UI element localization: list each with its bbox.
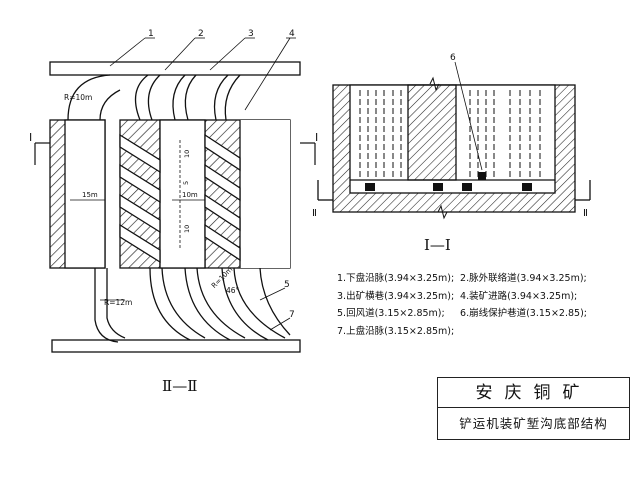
callout-2: 2 [198,29,204,39]
loading-drives [119,133,241,264]
top-drift [49,61,301,76]
section-view [317,61,591,220]
callout-6: 6 [450,53,456,63]
callout-7: 7 [289,310,295,320]
drawing-subtitle: 铲运机装矿堑沟底部结构 [459,416,608,431]
dim-v2-label: 5 [182,181,190,185]
legend-item: 2.脉外联络道(3.94×3.25m); [460,273,587,284]
section-view-title: Ⅰ—Ⅰ [424,236,451,254]
radius-bottom-label: R=12m [104,298,132,307]
section-mark-left-ii: Ⅱ [312,208,317,219]
legend: 1.下盘沿脉(3.94×3.25m); 2.脉外联络道(3.94×3.25m);… [337,270,637,340]
legend-item: 6.崩线保护巷道(3.15×2.85); [460,308,587,319]
legend-row: 7.上盘沿脉(3.15×2.85m); [337,323,637,341]
section-mark-left: I [29,131,32,144]
legend-row: 1.下盘沿脉(3.94×3.25m); 2.脉外联络道(3.94×3.25m); [337,270,637,288]
legend-row: 5.回风道(3.15×2.85m); 6.崩线保护巷道(3.15×2.85); [337,305,637,323]
angle-label: 46° [226,286,240,295]
legend-item: 3.出矿横巷(3.94×3.25m); [337,290,455,302]
bottom-drift [51,339,301,353]
section-mark-right: I [315,131,318,144]
legend-item: 7.上盘沿脉(3.15×2.85m); [337,325,455,337]
legend-item: 1.下盘沿脉(3.94×3.25m); [337,273,455,284]
legend-item: 5.回风道(3.15×2.85m); [337,308,445,319]
section-mark-right-ii: Ⅱ [583,208,588,219]
dim-left-label: 15m [82,191,98,199]
legend-row: 3.出矿横巷(3.94×3.25m); 4.装矿进路(3.94×3.25m); [337,288,637,306]
title-block: 安庆铜矿 铲运机装矿堑沟底部结构 [437,377,630,440]
legend-item: 4.装矿进路(3.94×3.25m); [460,290,578,302]
callout-1: 1 [148,29,154,39]
plan-view [34,37,316,353]
callout-5: 5 [284,280,290,290]
dim-v3-label: 10 [183,225,191,233]
callout-3: 3 [248,29,254,39]
mine-name: 安庆铜矿 [438,378,629,408]
callout-4: 4 [289,29,295,39]
dim-mid-label: 10m [182,191,198,199]
radius-top-label: R=10m [64,93,92,102]
dim-v1-label: 10 [183,150,191,158]
section-labels: 6 Ⅱ Ⅱ [312,53,588,219]
plan-section-title: Ⅱ—Ⅱ [162,377,198,395]
plan-labels: 1 2 3 4 5 7 R=10m R=12m R=10m 15m 10m 46… [29,29,318,320]
